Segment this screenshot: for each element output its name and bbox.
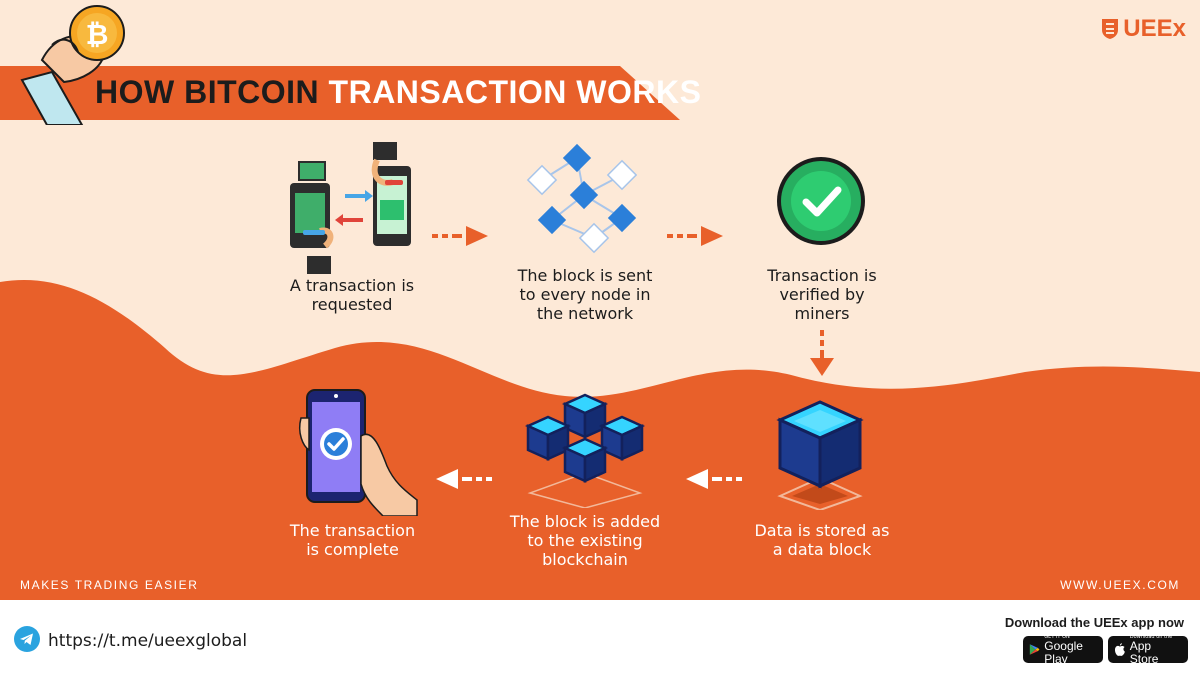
title-part-1: HOW BITCOIN	[95, 74, 320, 110]
download-text: Download the UEEx app now	[1004, 615, 1184, 630]
step-2-label: The block is sent to every node in the n…	[517, 266, 653, 323]
background-wave	[0, 279, 1200, 600]
phone-complete-icon	[298, 389, 418, 516]
google-play-big-text: Google Play	[1044, 638, 1083, 666]
verified-check-icon	[777, 157, 865, 245]
website-link[interactable]: WWW.UEEX.COM	[1060, 578, 1180, 592]
page-title: HOW BITCOIN TRANSACTION WORKS	[95, 74, 701, 111]
ueex-logo: UEEx	[1101, 15, 1186, 43]
google-play-small-text: GET IT ON	[1044, 633, 1070, 640]
svg-text:₿: ₿	[86, 19, 109, 50]
apple-icon	[1114, 643, 1125, 656]
tagline: MAKES TRADING EASIER	[20, 578, 199, 592]
shield-logo-icon	[1102, 19, 1119, 39]
step-1-label: A transaction is requested	[289, 276, 415, 314]
data-block-icon	[776, 400, 864, 510]
footer	[0, 600, 1200, 675]
step-3-label: Transaction is verified by miners	[767, 266, 877, 323]
phones-exchange-icon	[290, 142, 411, 274]
logo-text: UEEx	[1123, 15, 1186, 42]
title-banner	[0, 66, 680, 120]
arrow-right-icon	[667, 226, 723, 246]
step-4-label: Data is stored as a data block	[754, 521, 890, 559]
blockchain-cluster-icon	[524, 393, 646, 508]
arrow-left-icon	[686, 469, 742, 489]
arrow-down-icon	[810, 330, 834, 376]
google-play-icon	[1029, 644, 1040, 655]
node-network-icon	[526, 143, 637, 254]
arrow-right-icon	[432, 226, 488, 246]
telegram-link[interactable]: https://t.me/ueexglobal	[48, 631, 248, 651]
telegram-icon[interactable]	[14, 626, 40, 652]
arrow-left-icon	[436, 469, 492, 489]
title-part-2: TRANSACTION WORKS	[328, 74, 702, 110]
step-5-label: The block is added to the existing block…	[509, 512, 661, 569]
app-store-button[interactable]: Download on the App Store	[1108, 633, 1188, 666]
step-6-label: The transaction is complete	[289, 521, 416, 559]
google-play-button[interactable]: GET IT ON Google Play	[1023, 633, 1103, 666]
bitcoin-hand-icon: ₿	[20, 5, 125, 125]
app-store-big-text: App Store	[1129, 638, 1159, 666]
app-store-small-text: Download on the	[1129, 633, 1173, 640]
